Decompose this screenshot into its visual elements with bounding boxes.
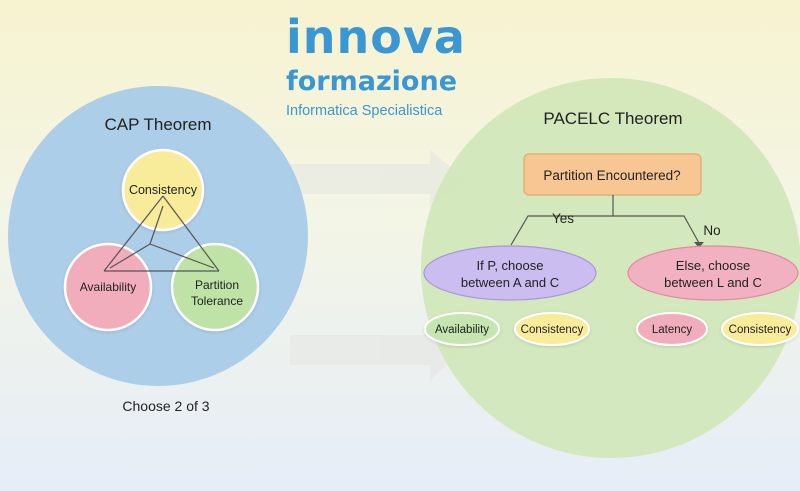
- leaf-availability-label: Availability: [435, 324, 489, 336]
- availability-label: Availability: [80, 280, 136, 294]
- cap-triangle: [103, 195, 220, 272]
- decision-connectors: [510, 195, 700, 246]
- leaf-consistency-label-2: Consistency: [729, 324, 792, 336]
- if-p-label-line1: If P, choose: [477, 258, 544, 273]
- pacelc-circle: [421, 78, 800, 458]
- partition-tolerance-node: [170, 242, 260, 332]
- leaf-consistency-label-1: Consistency: [521, 324, 584, 336]
- logo-innova: innova: [286, 10, 466, 64]
- leaf-availability-node: [424, 312, 500, 346]
- if-p-choice-node: [423, 245, 597, 301]
- consistency-label: Consistency: [129, 183, 198, 197]
- cap-title: CAP Theorem: [104, 115, 211, 134]
- partition-label-line1: Partition: [195, 278, 239, 292]
- else-label-line1: Else, choose: [676, 258, 750, 273]
- arrowhead-no: [694, 242, 704, 248]
- availability-node: [63, 242, 153, 332]
- leaf-latency-node: [636, 312, 708, 346]
- consistency-node: [121, 148, 205, 232]
- logo-tagline: Informatica Specialistica: [286, 103, 443, 119]
- logo-formazione: formazione: [286, 66, 458, 97]
- pacelc-title: PACELC Theorem: [543, 109, 682, 128]
- else-choice-node: [627, 245, 799, 301]
- no-label: No: [703, 223, 720, 238]
- partition-question-label: Partition Encountered?: [543, 168, 680, 183]
- leaf-consistency-node-1: [514, 312, 590, 346]
- partition-label-line2: Tolerance: [191, 294, 243, 308]
- if-p-label-line2: between A and C: [461, 275, 559, 290]
- else-label-line2: between L and C: [664, 275, 762, 290]
- leaf-latency-label: Latency: [652, 324, 693, 336]
- leaf-consistency-node-2: [721, 312, 799, 346]
- yes-label: Yes: [552, 211, 574, 226]
- cap-caption: Choose 2 of 3: [122, 398, 209, 414]
